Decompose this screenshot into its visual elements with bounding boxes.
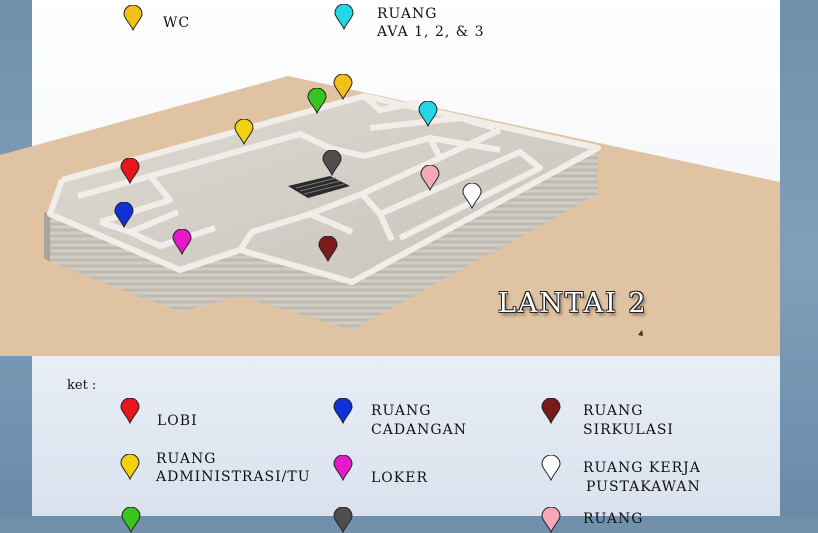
- legend-lobi-icon: [120, 398, 140, 424]
- stair-opening: [288, 176, 350, 198]
- legend-panel: [32, 352, 780, 516]
- legend-cadangan-icon: [333, 398, 353, 424]
- legend-cadangan-label-2: CADANGAN: [371, 422, 467, 438]
- pin-green-icon: [307, 88, 327, 114]
- legend-pink-icon: [541, 507, 561, 533]
- legend-ava-label-2: AVA 1, 2, & 3: [377, 24, 485, 40]
- legend-administrasi-label-2: ADMINISTRASI/TU: [156, 469, 311, 485]
- legend-kerja-pustakawan-icon: [541, 455, 561, 481]
- legend-sirkulasi-label-1: RUANG: [583, 403, 644, 419]
- legend-sirkulasi-label-2: SIRKULASI: [583, 422, 674, 438]
- interior-walls: [47, 93, 601, 285]
- pin-grey-icon: [322, 150, 342, 176]
- legend-sirkulasi-icon: [541, 398, 561, 424]
- legend-loker-label: LOKER: [371, 470, 428, 486]
- legend-ket: ket :: [67, 378, 97, 393]
- pin-kerja-pustakawan-icon: [462, 183, 482, 209]
- legend-pink-label-partial: RUANG: [583, 511, 644, 527]
- pin-cadangan-icon: [114, 202, 134, 228]
- legend-loker-icon: [333, 455, 353, 481]
- outer-wall-front: [50, 214, 240, 312]
- legend-lobi-label: LOBI: [157, 413, 198, 429]
- legend-kerja-label-2: PUSTAKAWAN: [586, 479, 701, 495]
- pin-sirkulasi-icon: [318, 236, 338, 262]
- legend-green-icon: [121, 507, 141, 533]
- legend-wc-icon: [123, 5, 143, 31]
- legend-cadangan-label-1: RUANG: [371, 403, 432, 419]
- legend-ava-label-1: RUANG: [377, 6, 438, 22]
- legend-administrasi-label-1: RUANG: [156, 451, 217, 467]
- pin-loker-icon: [172, 229, 192, 255]
- legend-kerja-label-1: RUANG KERJA: [583, 460, 701, 476]
- pin-lobi-icon: [120, 158, 140, 184]
- pin-administrasi-icon: [234, 119, 254, 145]
- pin-ava-icon: [418, 101, 438, 127]
- floor-label: LANTAI 2: [498, 288, 648, 319]
- pin-wc-icon: [333, 74, 353, 100]
- legend-grey-icon: [333, 507, 353, 533]
- legend-administrasi-icon: [120, 454, 140, 480]
- pin-pink-icon: [420, 165, 440, 191]
- legend-wc-label: WC: [163, 15, 191, 31]
- legend-ava-icon: [334, 4, 354, 30]
